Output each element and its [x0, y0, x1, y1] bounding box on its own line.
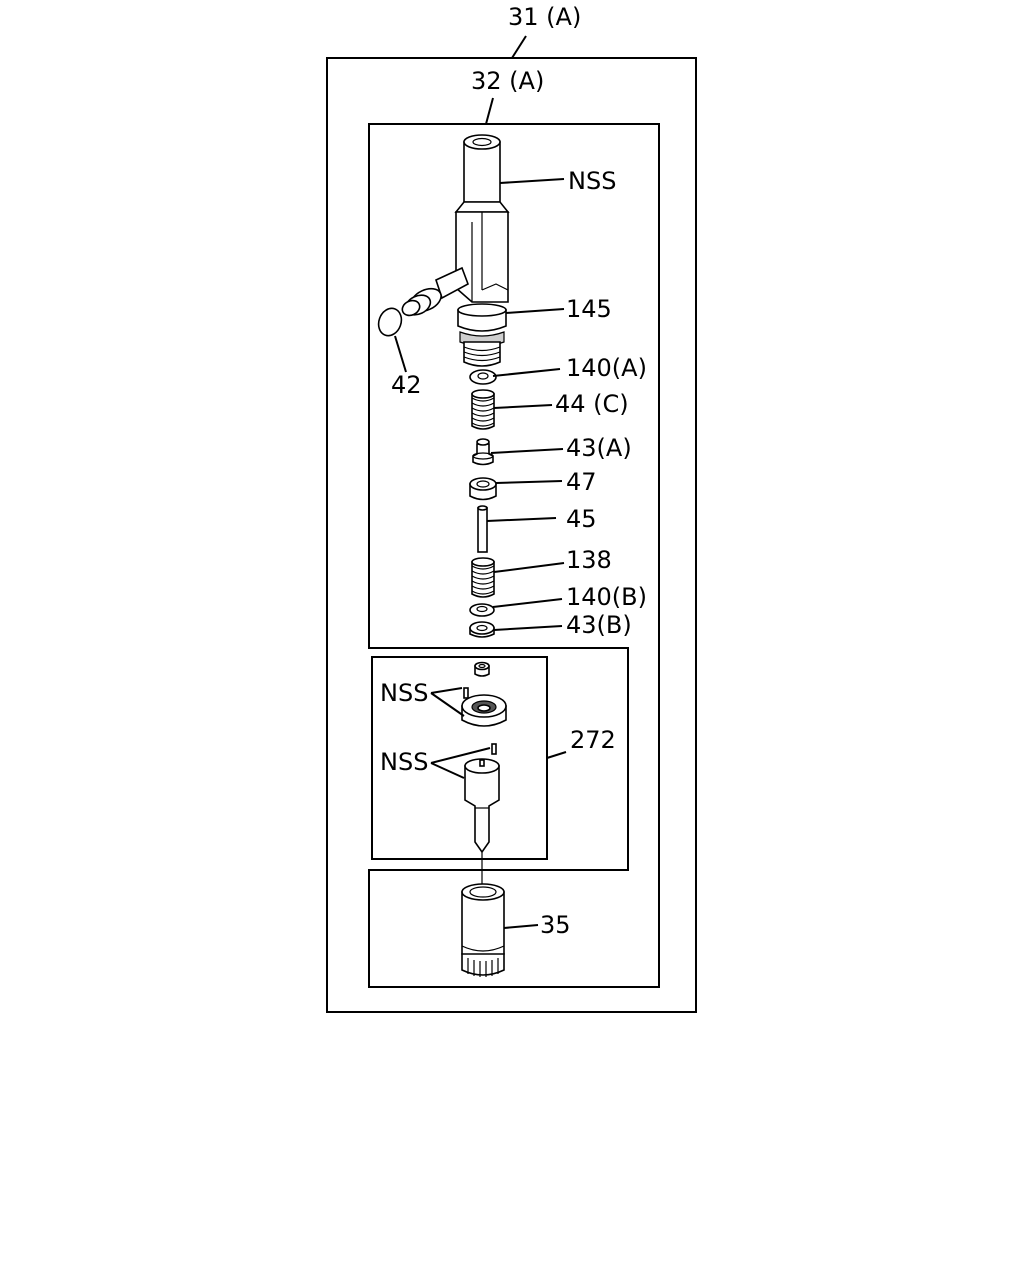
label-42: 42 [391, 371, 422, 399]
leader-nss-mid2 [430, 747, 491, 779]
nozzle-pin-upper [463, 687, 469, 699]
label-32a: 32 (A) [471, 67, 544, 95]
o-ring-42 [377, 307, 403, 337]
leader-44c [493, 404, 553, 409]
label-35: 35 [540, 911, 571, 939]
nozzle-pin-lower [491, 743, 497, 755]
label-31a: 31 (A) [508, 3, 581, 31]
label-140a: 140(A) [566, 354, 647, 382]
injector-holder-body [401, 134, 510, 367]
intermediate-plate [461, 694, 507, 727]
washer-140b [469, 603, 495, 617]
spring-44c [471, 389, 495, 430]
label-nss-top: NSS [568, 167, 616, 195]
spring-138 [471, 557, 495, 598]
label-138: 138 [566, 546, 612, 574]
leader-43a [490, 448, 564, 454]
label-140b: 140(B) [566, 583, 647, 611]
label-nss-mid1: NSS [380, 679, 428, 707]
label-43a: 43(A) [566, 434, 632, 462]
part-43b [469, 621, 495, 638]
label-43b: 43(B) [566, 611, 632, 639]
leader-nss-mid1 [430, 687, 465, 717]
inner-assembly-box [368, 123, 660, 988]
leader-140b [492, 598, 563, 608]
leader-145 [505, 308, 565, 314]
label-45: 45 [566, 505, 597, 533]
label-272: 272 [570, 726, 616, 754]
spring-seat-43a [472, 438, 494, 466]
label-nss-mid2: NSS [380, 748, 428, 776]
leader-32a [485, 97, 494, 125]
leader-42 [394, 335, 407, 373]
leader-138 [493, 562, 565, 573]
leader-45 [486, 517, 557, 522]
leader-31a [511, 35, 527, 59]
nozzle-small-cap [474, 661, 490, 677]
retaining-nut-35 [461, 883, 505, 977]
push-rod-45 [477, 505, 488, 553]
label-145: 145 [566, 295, 612, 323]
nozzle-body [464, 758, 500, 854]
part-47 [469, 477, 497, 501]
leader-140a [492, 368, 561, 377]
washer-140a [469, 369, 497, 385]
outer-assembly-box [326, 57, 697, 1013]
label-44c: 44 (C) [555, 390, 629, 418]
leader-47 [495, 480, 563, 484]
leader-272 [546, 751, 567, 759]
leader-nss-top [499, 178, 565, 184]
label-47: 47 [566, 468, 597, 496]
leader-35 [503, 924, 539, 929]
leader-43b [493, 625, 563, 631]
